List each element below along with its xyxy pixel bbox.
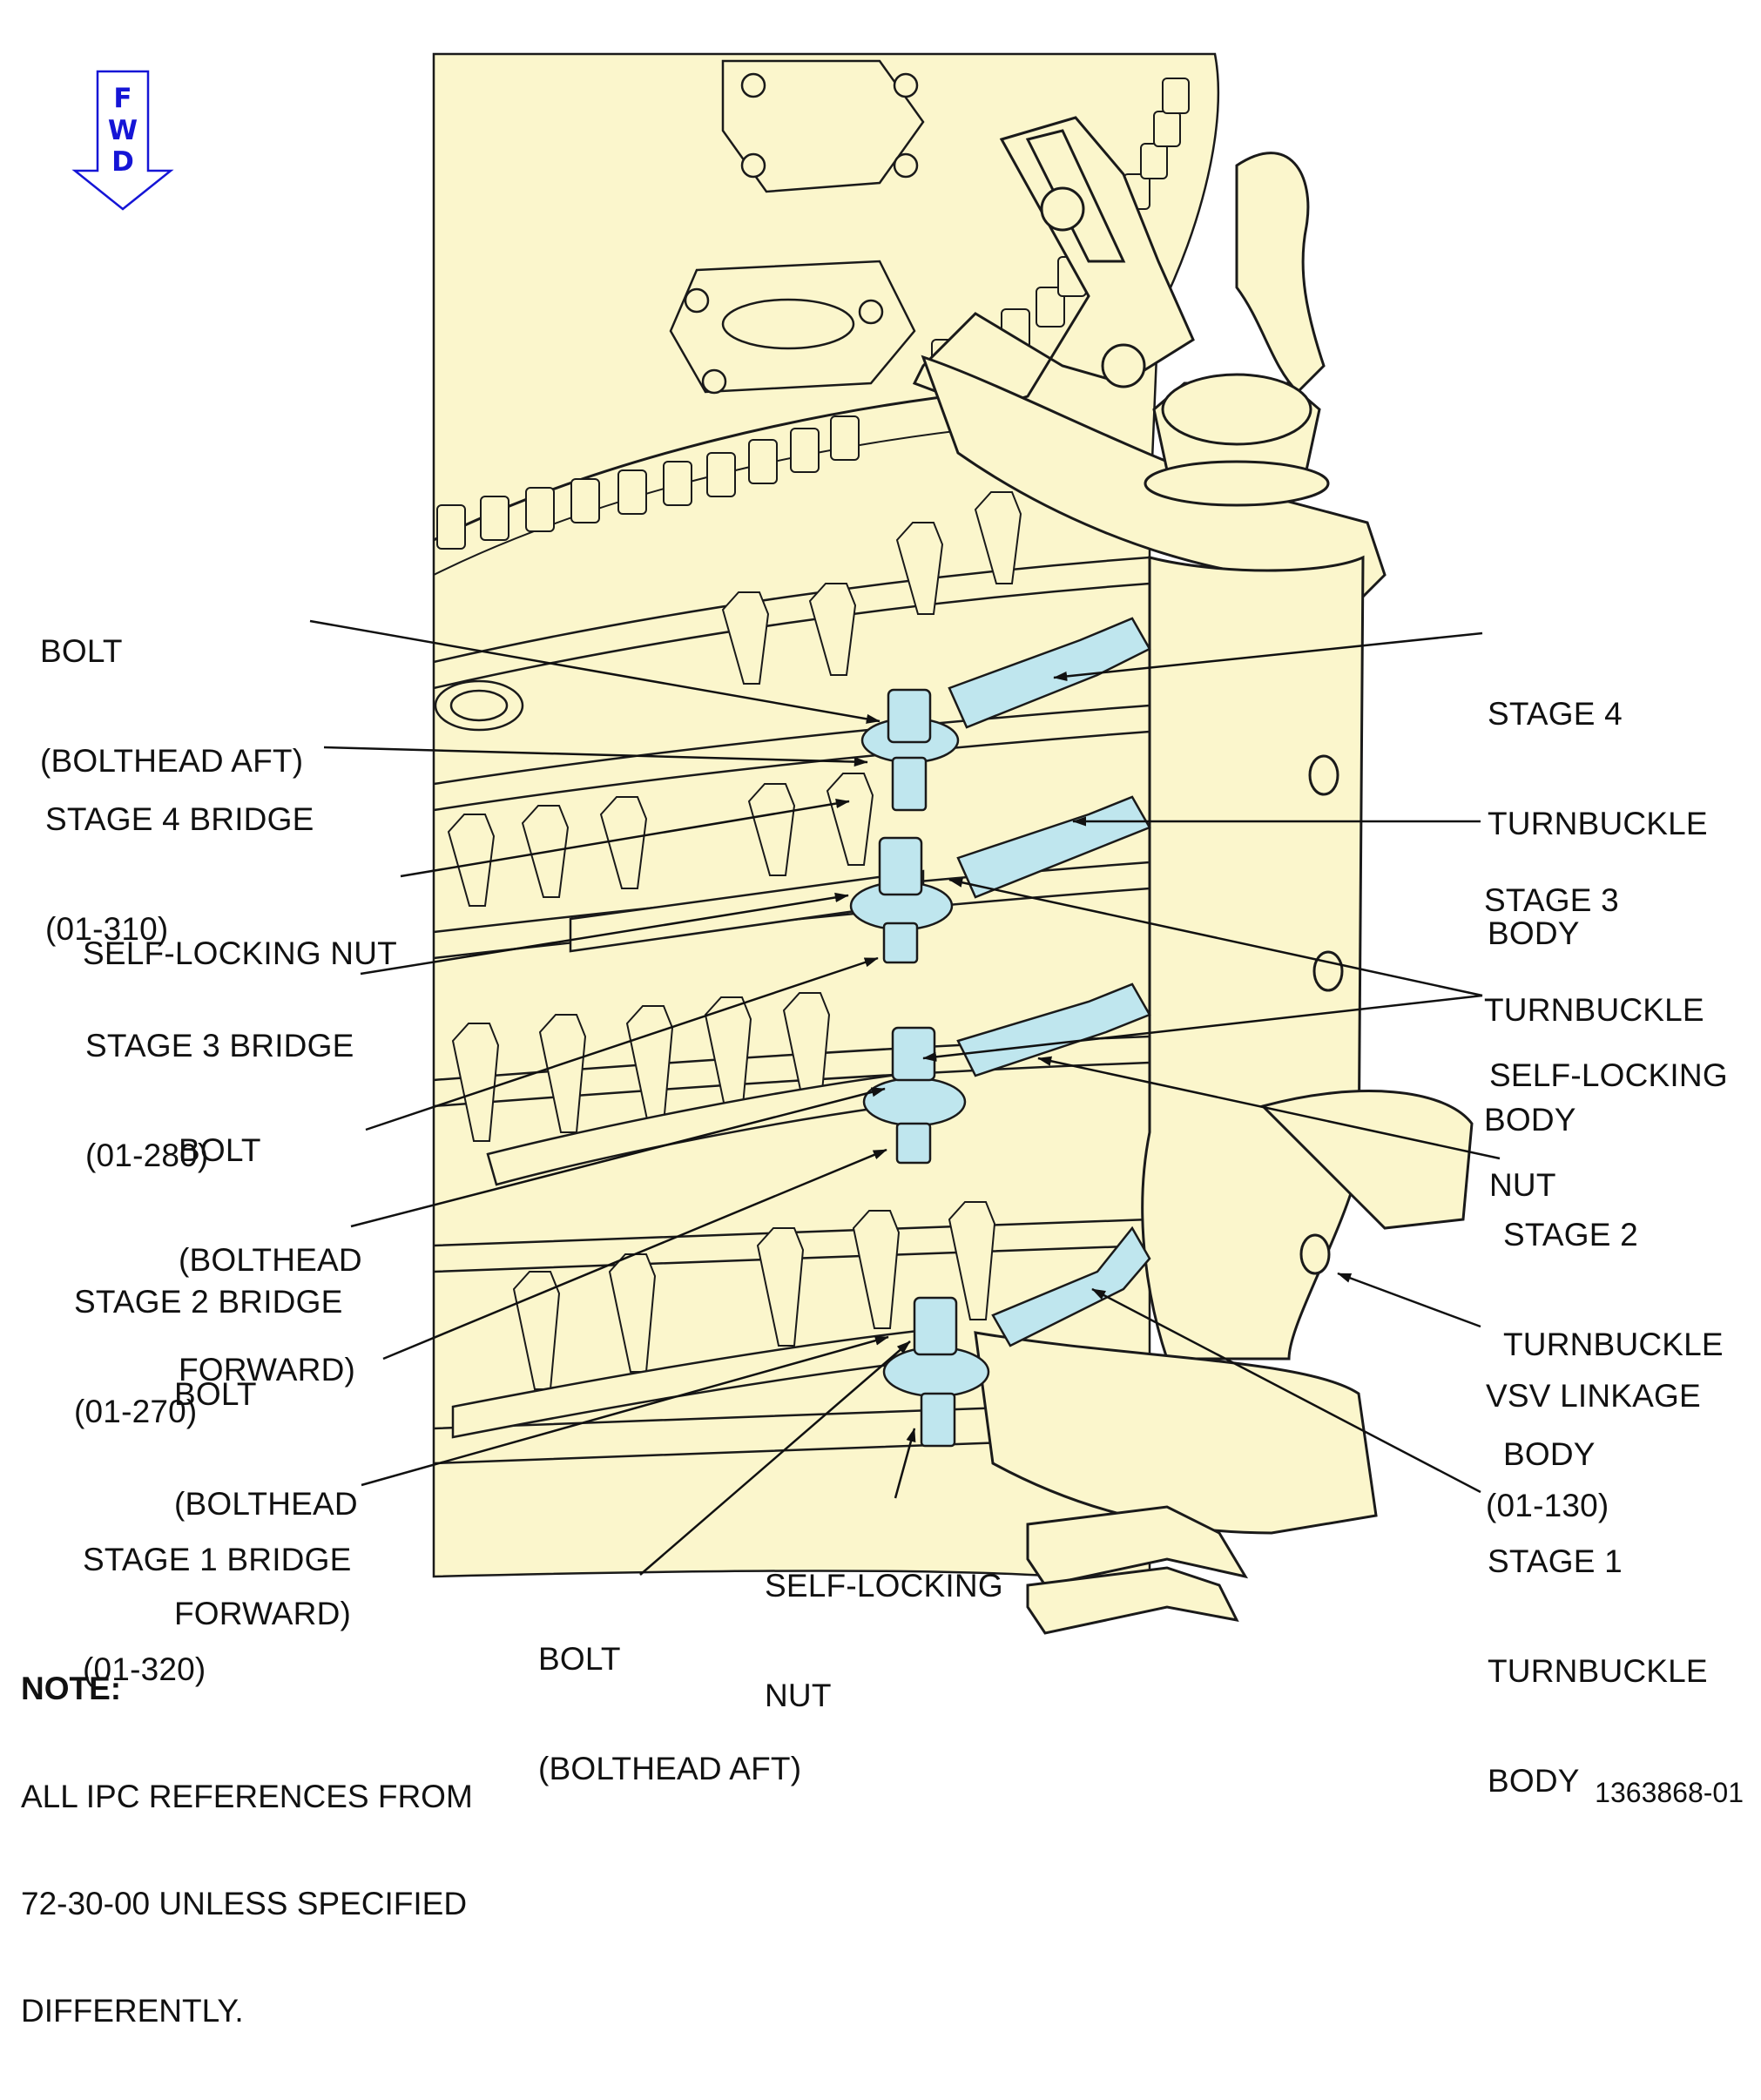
label-line: STAGE 1 BRIDGE [83, 1542, 352, 1577]
label-line: (01-130) [1486, 1488, 1609, 1523]
label-line: STAGE 4 BRIDGE [45, 801, 314, 837]
label-bolt-bolthead-aft-lower: BOLT (BOLTHEAD AFT) [538, 1568, 801, 1860]
figure-number: 1363868-01 [1595, 1777, 1744, 1808]
label-line: STAGE 4 [1488, 696, 1623, 732]
label-stage2-turnbuckle-body: STAGE 2 TURNBUCKLE BODY [1503, 1144, 1724, 1546]
label-line: (BOLTHEAD [179, 1242, 362, 1278]
label-line: SELF-LOCKING [765, 1568, 1003, 1604]
label-line: VSV LINKAGE [1486, 1378, 1701, 1414]
note-line: ALL IPC REFERENCES FROM [21, 1779, 473, 1814]
label-line: (01-280) [85, 1138, 209, 1173]
label-line: TURNBUCKLE [1503, 1327, 1724, 1362]
vane-lever-arms [447, 491, 1022, 1390]
label-line: BODY [1488, 1763, 1580, 1799]
label-stage4-bridge: STAGE 4 BRIDGE (01-310) [45, 728, 314, 1021]
engine-illustration: F W D [71, 52, 1501, 1635]
note-line: 72-30-00 UNLESS SPECIFIED [21, 1886, 468, 1921]
leader-lines [309, 619, 1501, 1576]
label-line: STAGE 3 BRIDGE [85, 1028, 354, 1064]
stage1-bridge-shape [882, 1296, 990, 1448]
label-line: BOLT [40, 633, 123, 669]
label-line: STAGE 2 BRIDGE [74, 1284, 343, 1320]
label-bolt-bolthead-forward-upper: BOLT (BOLTHEAD FORWARD) [179, 1059, 362, 1462]
label-line: BODY [1488, 915, 1580, 951]
label-line: BODY [1503, 1436, 1596, 1472]
note-line: DIFFERENTLY. [21, 1993, 244, 2029]
label-line: SELF-LOCKING NUT [83, 935, 397, 971]
label-line: (01-320) [83, 1651, 206, 1687]
label-stage3-turnbuckle-body: STAGE 3 TURNBUCKLE BODY [1484, 809, 1704, 1212]
stage4-turnbuckle-shape [948, 617, 1151, 729]
illustration-stage: F W D [21, 52, 1744, 2029]
label-line: STAGE 1 [1488, 1543, 1623, 1579]
stage3-bridge-shape [849, 836, 954, 964]
label-line: TURNBUCKLE [1488, 1653, 1708, 1689]
label-line: STAGE 3 [1484, 882, 1619, 918]
label-line: (01-270) [74, 1394, 198, 1429]
label-stage1-bridge: STAGE 1 BRIDGE (01-320) [83, 1469, 351, 1761]
label-line: (BOLTHEAD AFT) [538, 1751, 802, 1786]
stage1-turnbuckle-shape [991, 1226, 1151, 1347]
label-line: TURNBUCKLE [1484, 992, 1704, 1028]
label-self-locking-nut-bottom: SELF-LOCKING NUT [765, 1495, 1003, 1787]
label-stage2-bridge: STAGE 2 BRIDGE (01-270) [74, 1211, 342, 1503]
label-line: (01-310) [45, 911, 169, 947]
label-line: BODY [1484, 1102, 1576, 1138]
label-stage1-turnbuckle-body: STAGE 1 TURNBUCKLE BODY [1488, 1470, 1708, 1873]
label-line: STAGE 2 [1503, 1217, 1638, 1253]
stage2-turnbuckle-shape [956, 982, 1151, 1077]
label-stage4-turnbuckle-body: STAGE 4 TURNBUCKLE BODY [1488, 623, 1708, 1025]
stage4-bridge-shape [860, 688, 960, 812]
note-body: ALL IPC REFERENCES FROM 72-30-00 UNLESS … [21, 1707, 473, 2100]
label-line: (BOLTHEAD [174, 1486, 358, 1522]
label-line: TURNBUCKLE [1488, 806, 1708, 841]
label-stage3-bridge: STAGE 3 BRIDGE (01-280) [85, 955, 354, 1247]
label-line: NUT [1489, 1167, 1556, 1203]
label-bolt-bolthead-aft-upper: BOLT (BOLTHEAD AFT) [40, 560, 303, 853]
label-line: (BOLTHEAD AFT) [40, 743, 304, 779]
fwd-letter-f: F [113, 83, 132, 114]
fwd-letter-w: W [108, 115, 138, 146]
note-heading: NOTE: [21, 1671, 122, 1706]
label-bolt-bolthead-forward-lower: BOLT (BOLTHEAD FORWARD) [174, 1303, 358, 1705]
label-line: NUT [765, 1678, 832, 1713]
label-line: BOLT [174, 1376, 257, 1412]
label-self-locking-nut-left: SELF-LOCKING NUT [83, 862, 397, 1045]
label-line: FORWARD) [179, 1352, 356, 1388]
label-line: BOLT [538, 1641, 621, 1677]
vsv-linkage-structure [912, 116, 1474, 1635]
fwd-arrow-icon: F W D [71, 70, 174, 211]
label-vsv-linkage: VSV LINKAGE (01-130) [1486, 1305, 1701, 1597]
label-line: BOLT [179, 1132, 261, 1168]
label-self-locking-nut-right: SELF-LOCKING NUT [1489, 984, 1728, 1277]
label-line: FORWARD) [174, 1596, 352, 1631]
fwd-letter-d: D [111, 146, 134, 178]
label-line: SELF-LOCKING [1489, 1057, 1728, 1093]
